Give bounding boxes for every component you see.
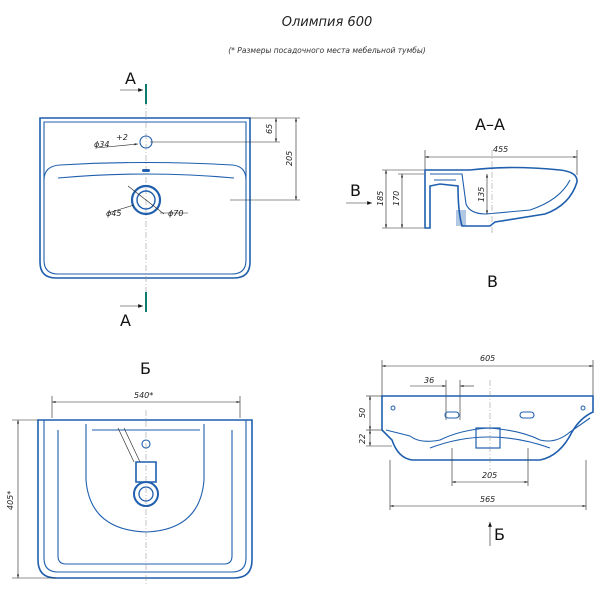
dim-135: 135 — [477, 187, 486, 202]
dim-205: 205 — [285, 151, 294, 166]
dim-185: 185 — [376, 191, 385, 206]
dim-565: 565 — [480, 495, 495, 504]
dim-540: 540* — [134, 391, 153, 400]
dim-tap-hole: ϕ34 — [94, 140, 109, 149]
bottom-view: Б 540* 405* — [6, 359, 253, 585]
dim-22: 22 — [358, 434, 367, 444]
dim-36: 36 — [424, 376, 434, 385]
section-title: А–А — [475, 115, 505, 134]
dim-205-front: 205 — [482, 471, 497, 480]
dim-tap-hole-tolerance: +2 — [116, 133, 128, 142]
front-view: 605 36 50 22 205 565 — [358, 354, 594, 546]
view-arrow-label: В — [350, 181, 361, 200]
dim-drain-outer: ϕ70 — [168, 209, 183, 218]
dim-605: 605 — [480, 354, 495, 363]
drawing-title: Олимпия 600 — [282, 15, 373, 30]
top-view: А А ϕ34 +2 ϕ45 ϕ70 65 205 — [39, 69, 300, 330]
view-label: В — [487, 272, 498, 291]
drawing-subtitle: (* Размеры посадочного места мебельной т… — [228, 46, 426, 55]
dim-405: 405* — [6, 491, 15, 510]
dim-455: 455 — [493, 145, 508, 154]
section-mark-bottom: А — [120, 311, 131, 330]
dim-50: 50 — [358, 408, 367, 418]
section-view: А–А 455 185 170 135 В В — [346, 115, 578, 291]
section-mark-top: А — [125, 69, 136, 88]
front-arrow-label: Б — [494, 525, 505, 544]
dim-170: 170 — [392, 191, 401, 206]
dim-65: 65 — [265, 124, 274, 134]
bottom-view-title: Б — [140, 359, 151, 378]
dim-drain-inner: ϕ45 — [106, 209, 121, 218]
